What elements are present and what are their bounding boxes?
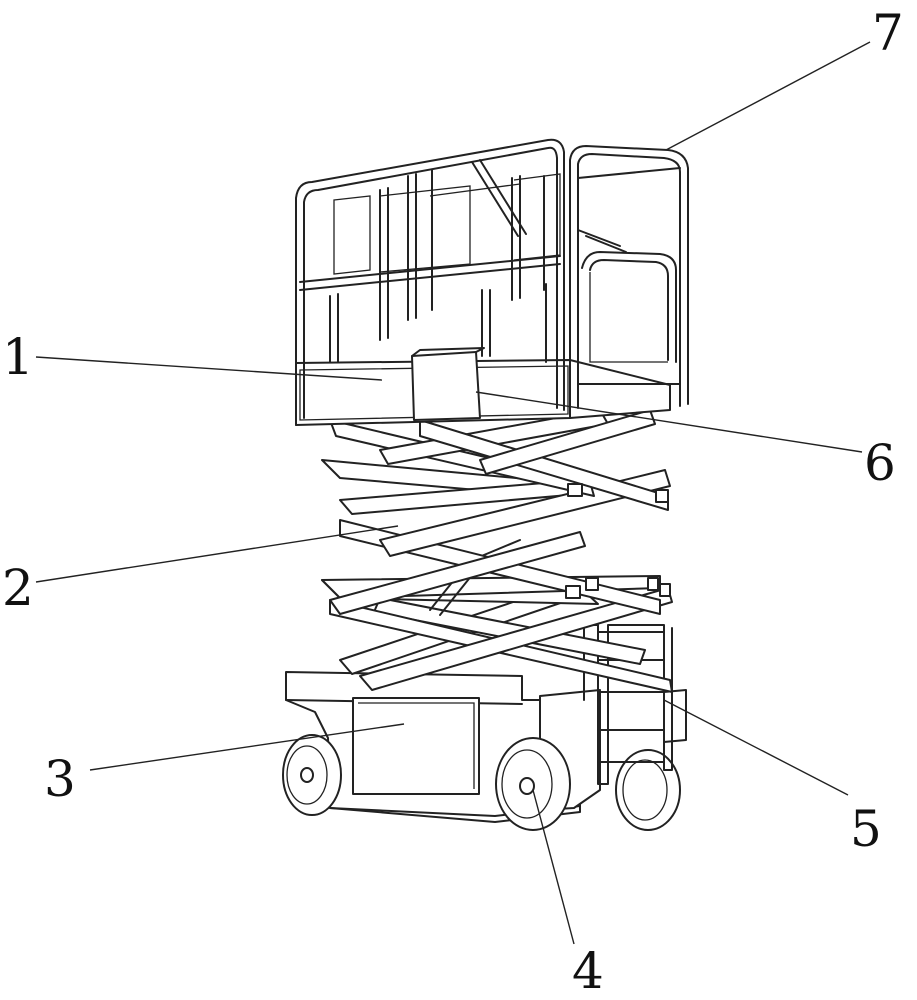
guardrail: [295, 138, 689, 421]
leader-2: [35, 525, 399, 583]
scissor-arms: [321, 409, 673, 693]
label-4: 4: [572, 942, 604, 1000]
label-1: 1: [2, 328, 34, 386]
label-3: 3: [44, 750, 76, 808]
chassis-panel: [352, 697, 480, 795]
label-5: 5: [850, 800, 882, 858]
label-7: 7: [872, 4, 904, 62]
leader-4: [532, 789, 575, 945]
leader-1: [35, 356, 383, 381]
leader-6: [475, 391, 863, 453]
leader-3: [89, 723, 405, 771]
label-2: 2: [2, 559, 34, 617]
ladder-frame: [583, 624, 687, 785]
chassis: [285, 671, 601, 823]
rear-wheel: [282, 734, 342, 816]
wheel: [495, 737, 571, 831]
leader-5: [663, 699, 849, 796]
label-6: 6: [864, 434, 896, 492]
leader-7: [665, 41, 871, 151]
control-box: [411, 347, 485, 421]
